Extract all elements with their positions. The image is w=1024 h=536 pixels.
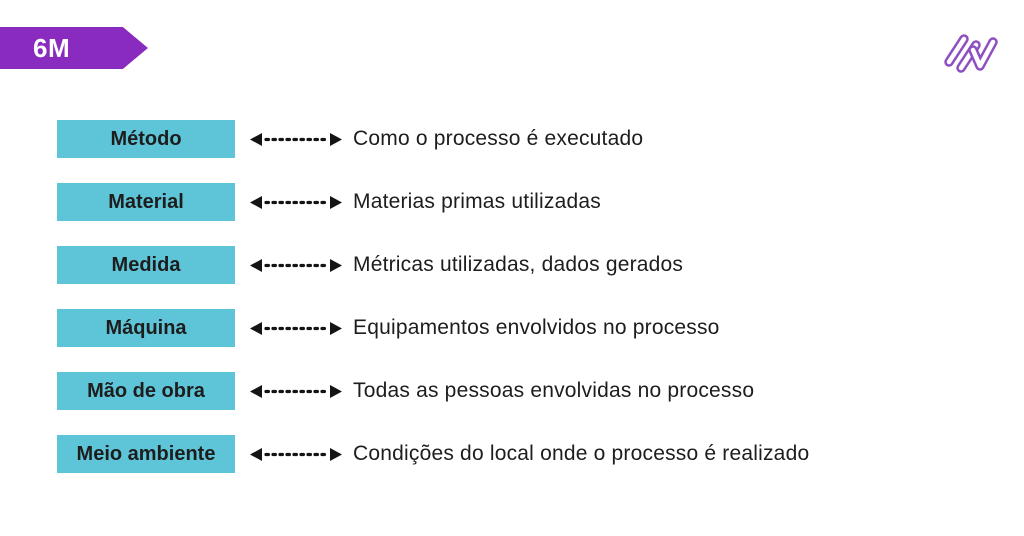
category-box-mao-de-obra: Mão de obra [57,372,235,410]
zigzag-ribbon-logo-icon [944,34,998,73]
category-box-medida: Medida [57,246,235,284]
dotted-double-arrow-icon [250,447,342,461]
list-item: Máquina Equipamentos envolvidos no proce… [57,309,809,347]
category-box-material: Material [57,183,235,221]
category-description: Condições do local onde o processo é rea… [353,442,810,465]
list-item: Mão de obra Todas as pessoas envolvidas … [57,372,809,410]
category-box-meio-ambiente: Meio ambiente [57,435,235,473]
page-title: 6M [33,33,71,63]
dotted-double-arrow-icon [250,132,342,146]
category-description: Todas as pessoas envolvidas no processo [353,379,755,402]
category-description: Materias primas utilizadas [353,190,601,213]
dotted-double-arrow-icon [250,321,342,335]
list-item: Método Como o processo é executado [57,120,809,158]
dotted-double-arrow-icon [250,384,342,398]
category-description: Como o processo é executado [353,127,644,150]
title-banner: 6M [0,27,148,69]
category-box-maquina: Máquina [57,309,235,347]
category-list: Método Como o processo é executado Mater… [57,120,809,473]
list-item: Medida Métricas utilizadas, dados gerado… [57,246,809,284]
category-description: Equipamentos envolvidos no processo [353,316,720,339]
list-item: Material Materias primas utilizadas [57,183,809,221]
list-item: Meio ambiente Condições do local onde o … [57,435,809,473]
dotted-double-arrow-icon [250,258,342,272]
dotted-double-arrow-icon [250,195,342,209]
category-box-metodo: Método [57,120,235,158]
category-description: Métricas utilizadas, dados gerados [353,253,684,276]
